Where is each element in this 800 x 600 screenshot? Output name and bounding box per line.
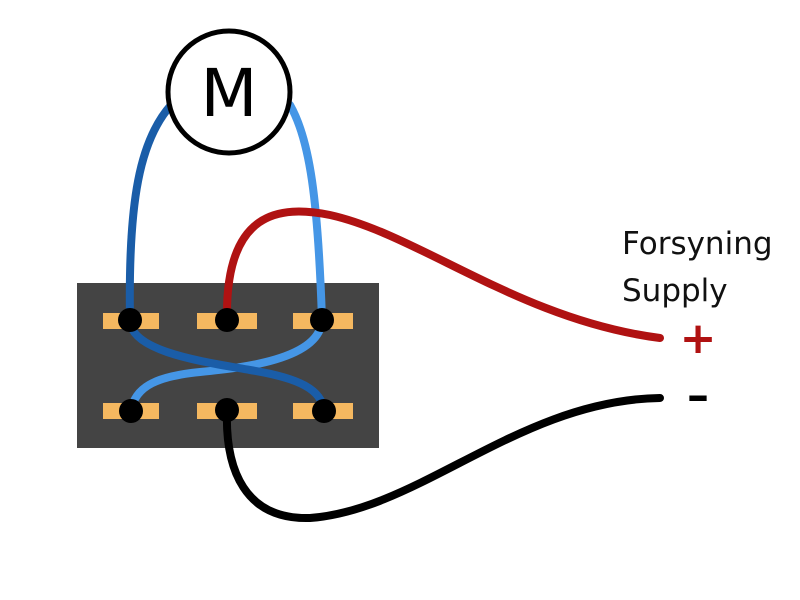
supply-wire-positive [222, 207, 664, 342]
terminal-dot-top-middle [215, 308, 239, 332]
cross-wire-dark-blue [126, 316, 328, 415]
supply-wire-negative [222, 394, 664, 523]
cross-wire-light-blue [127, 316, 326, 415]
motor-circle [165, 28, 293, 156]
negative-symbol: – [687, 370, 709, 421]
motor-wire-right [286, 101, 326, 324]
terminal-dot-top-left [118, 308, 142, 332]
terminal-dot-bottom-middle [215, 398, 239, 422]
positive-symbol: + [680, 313, 717, 364]
motor-symbol: M [201, 55, 258, 132]
terminal-dot-top-right [310, 308, 334, 332]
motor-wire-left [125, 101, 175, 324]
terminal-dot-bottom-left [119, 399, 143, 423]
supply-label-line2: Supply [622, 273, 728, 309]
terminal-dot-bottom-right [312, 399, 336, 423]
supply-label-line1: Forsyning [622, 226, 773, 262]
